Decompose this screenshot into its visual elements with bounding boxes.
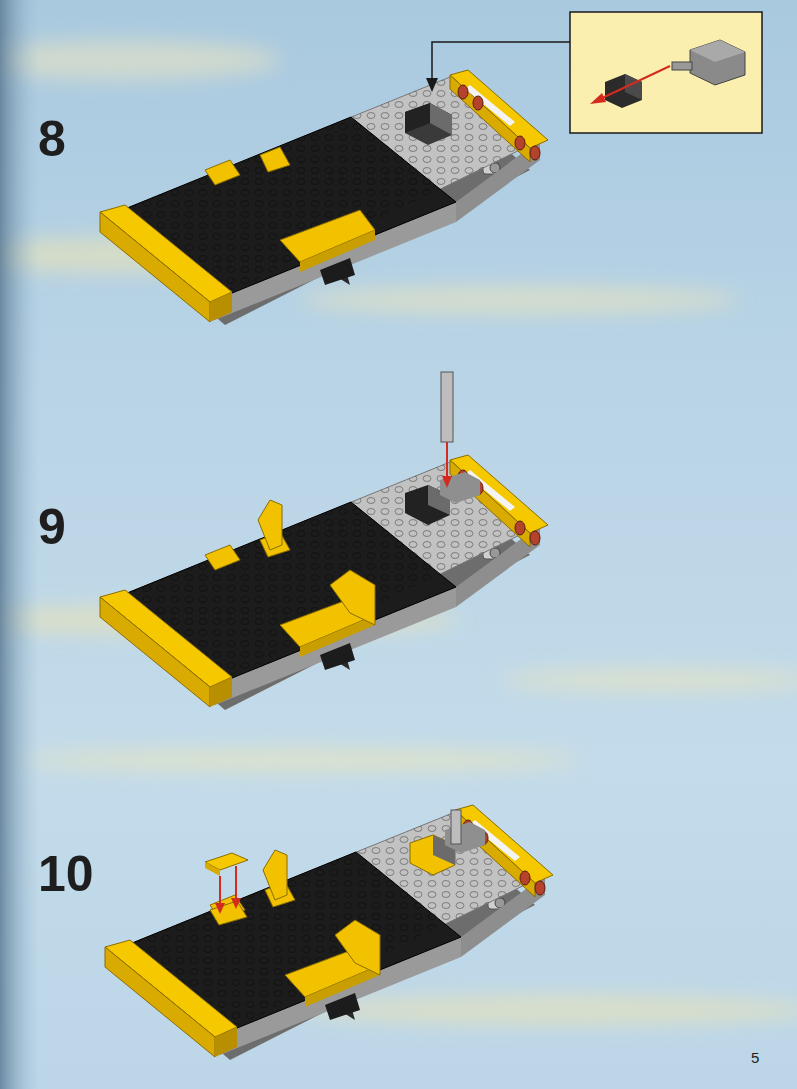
chassis-step-10 bbox=[105, 805, 553, 1060]
page-number: 5 bbox=[751, 1050, 759, 1065]
antenna-rod bbox=[441, 372, 453, 442]
step-number: 10 bbox=[38, 849, 94, 899]
chassis-step-9 bbox=[100, 455, 548, 710]
plate-part bbox=[205, 853, 248, 914]
step-number: 8 bbox=[38, 114, 66, 164]
callout-box bbox=[570, 12, 762, 133]
chassis-step-8 bbox=[100, 70, 548, 325]
step-number: 9 bbox=[38, 502, 66, 552]
callout-line bbox=[432, 42, 570, 88]
